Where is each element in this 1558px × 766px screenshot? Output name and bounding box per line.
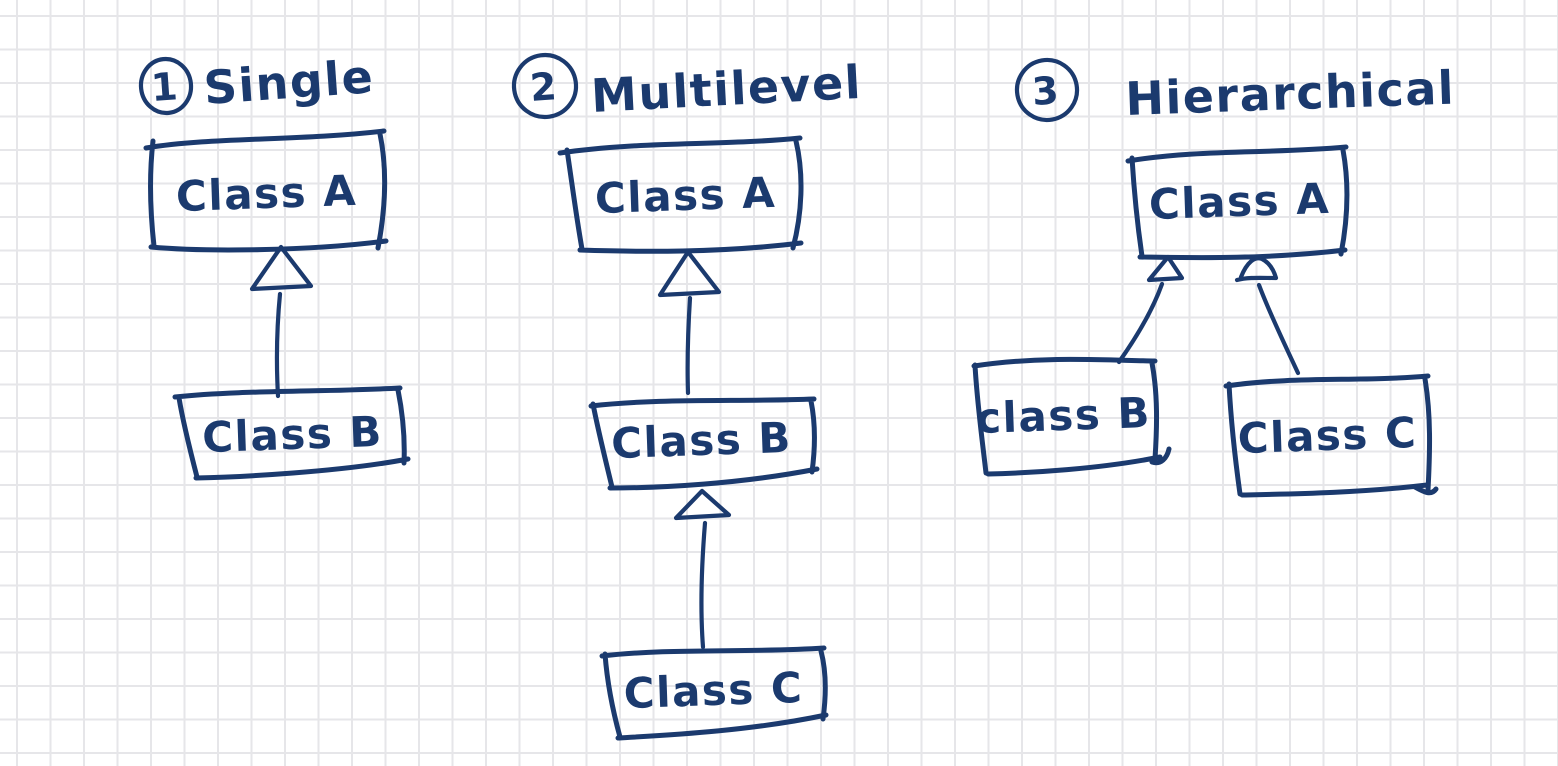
box-outline	[172, 385, 411, 481]
class-label: class B	[975, 388, 1151, 443]
diagram-number-badge: 3	[1014, 57, 1080, 123]
class-box-b: class B	[971, 356, 1172, 477]
box-outline	[599, 645, 829, 741]
number-circle-icon	[511, 52, 579, 120]
class-label: Class A	[175, 166, 358, 221]
inheritance-line	[699, 520, 708, 650]
number-text: 2	[529, 64, 560, 110]
diagram-title: Single	[202, 49, 376, 115]
diagram-title: Multilevel	[590, 55, 863, 123]
box-outline	[1125, 144, 1350, 261]
inheritance-arrowhead-icon	[1146, 254, 1185, 283]
diagram-multilevel: 2 Multilevel Class A Class B Class C	[511, 52, 863, 741]
class-box-b: Class B	[172, 385, 411, 481]
class-label: Class B	[610, 413, 792, 468]
number-text: 1	[150, 64, 181, 110]
inheritance-arrowhead-icon	[657, 249, 722, 298]
inheritance-line	[1116, 281, 1165, 365]
class-label: Class A	[1148, 174, 1331, 229]
diagram-hierarchical: 3 Hierarchical Class A class B Class C	[971, 57, 1456, 498]
diagram-title: Hierarchical	[1124, 61, 1455, 126]
class-box-b: Class B	[588, 396, 820, 491]
inheritance-arrowhead-icon	[1234, 256, 1279, 283]
inheritance-arrowhead-icon	[673, 488, 732, 521]
inheritance-line	[1256, 282, 1301, 376]
diagram-number-badge: 2	[511, 52, 579, 120]
box-outline	[588, 396, 820, 491]
class-label: Class C	[1237, 408, 1418, 463]
diagram-number-badge: 1	[138, 56, 194, 116]
class-label: Class C	[623, 663, 804, 718]
inheritance-arrowhead-icon	[249, 244, 314, 292]
number-circle-icon	[1014, 57, 1080, 123]
class-box-c: Class C	[1223, 373, 1439, 498]
box-outline	[1223, 373, 1439, 498]
class-label: Class B	[201, 407, 383, 462]
inheritance-line	[274, 291, 283, 399]
class-box-a: Class A	[1125, 144, 1350, 261]
box-outline	[557, 135, 804, 254]
diagram-single: 1 Single Class A Class B	[138, 49, 411, 481]
box-outline	[143, 128, 389, 253]
box-outline	[971, 356, 1172, 477]
number-circle-icon	[138, 56, 194, 116]
number-text: 3	[1031, 68, 1062, 114]
class-box-a: Class A	[143, 128, 389, 253]
inheritance-line	[685, 295, 693, 396]
class-box-c: Class C	[599, 645, 829, 741]
class-box-a: Class A	[557, 135, 804, 254]
class-label: Class A	[594, 168, 777, 223]
